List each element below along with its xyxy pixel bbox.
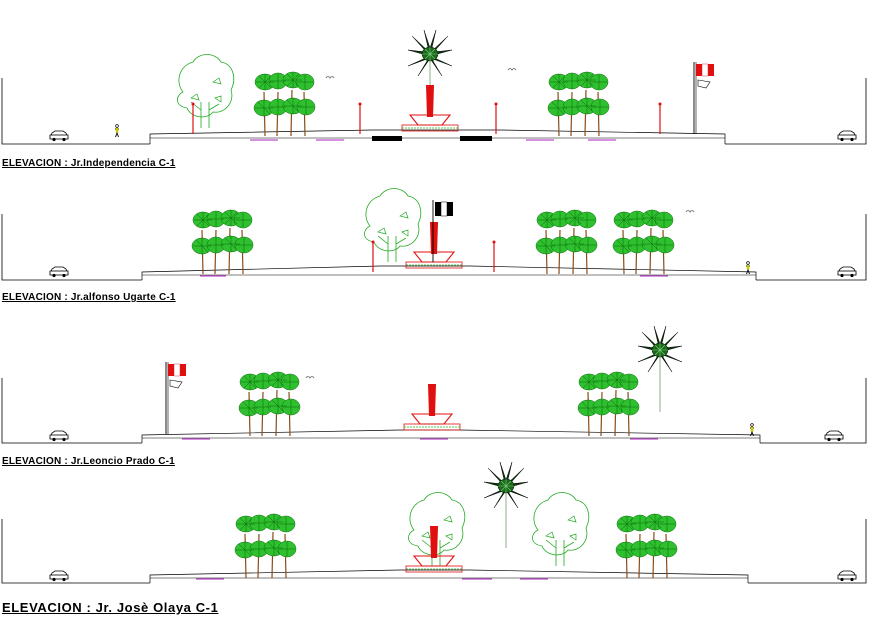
round-tree-icon [532, 492, 590, 567]
lamp-post-icon [493, 101, 499, 135]
bird-icon [507, 68, 517, 71]
elevation-caption: ELEVACION : Jr. Josè Olaya C-1 [2, 600, 219, 615]
palm-tree-icon [238, 371, 301, 437]
palm-tree-icon [547, 71, 610, 137]
flag-icon [693, 61, 715, 135]
elevation-panel-leoncio-prado [1, 325, 867, 444]
palm-tree-icon [577, 371, 640, 437]
flag-icon [165, 361, 187, 435]
car-icon [49, 266, 69, 278]
palm-tree-icon [483, 461, 529, 549]
car-icon [837, 266, 857, 278]
palm-tree-icon [234, 513, 297, 579]
pedestrian-icon [749, 423, 755, 437]
lamp-post-icon [491, 239, 497, 273]
bird-icon [305, 376, 315, 379]
car-icon [49, 430, 69, 442]
palm-tree-icon [535, 209, 598, 275]
lamp-post-icon [657, 101, 663, 135]
elevation-panel-jose-olaya [1, 461, 867, 584]
palm-tree-icon [612, 209, 675, 275]
car-icon [837, 130, 857, 142]
palm-tree-icon [191, 209, 254, 275]
lamp-post-icon [357, 101, 363, 135]
flag-icon [432, 200, 453, 262]
elevation-caption: ELEVACION : Jr.Independencia C-1 [2, 158, 176, 169]
elevation-caption: ELEVACION : Jr.Leoncio Prado C-1 [2, 456, 175, 467]
pedestrian-icon [114, 124, 120, 138]
fountain-icon [401, 84, 459, 132]
palm-tree-icon [253, 71, 316, 137]
elevation-caption: ELEVACION : Jr.alfonso Ugarte C-1 [2, 292, 176, 303]
car-icon [824, 430, 844, 442]
elevation-panel-alfonso-ugarte [1, 188, 867, 281]
lamp-post-icon [190, 101, 196, 135]
round-tree-icon [177, 54, 235, 129]
elevation-panel-independencia [1, 29, 867, 145]
palm-tree-icon [615, 513, 678, 579]
fountain-icon [403, 383, 461, 431]
car-icon [837, 570, 857, 582]
car-icon [49, 570, 69, 582]
bird-icon [685, 210, 695, 213]
car-icon [49, 130, 69, 142]
bird-icon [325, 76, 335, 79]
fountain-icon [405, 221, 463, 269]
palm-tree-icon [637, 325, 683, 413]
lamp-post-icon [370, 239, 376, 273]
